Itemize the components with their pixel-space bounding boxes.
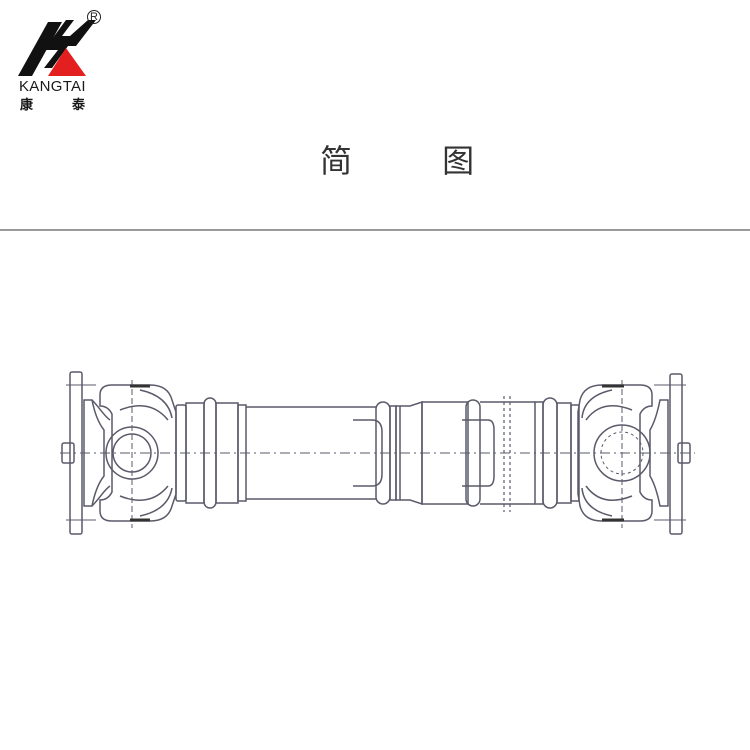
logo-cn-left: 康 [20, 98, 34, 113]
left-collar [175, 397, 247, 509]
left-yoke [99, 380, 177, 528]
logo-mark-icon [18, 20, 96, 76]
divider [0, 229, 750, 231]
logo-brand-text: KANGTAI [19, 78, 86, 95]
right-yoke [577, 380, 653, 528]
registered-mark: R [87, 10, 101, 24]
right-collar [534, 397, 580, 509]
left-flange [61, 371, 111, 535]
slip-joint [375, 396, 535, 512]
right-flange [649, 373, 691, 535]
logo-cn-right: 泰 [72, 98, 86, 113]
page-title: 简 图 [320, 142, 515, 180]
